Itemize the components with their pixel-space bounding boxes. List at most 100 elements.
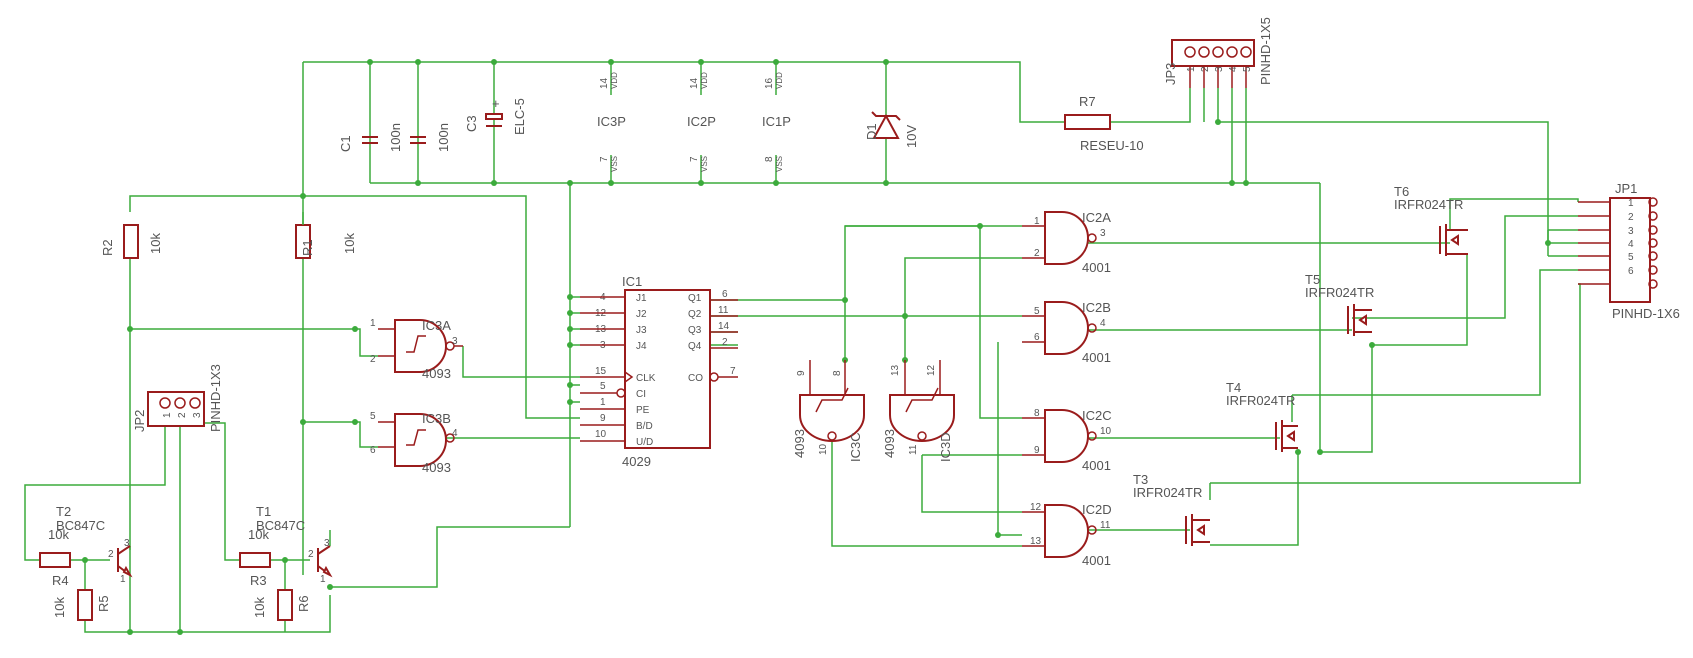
svg-text:Q3: Q3: [688, 325, 702, 336]
svg-text:14: 14: [718, 321, 730, 332]
transistor-t1: T1 BC847C 2 3 1: [256, 504, 333, 585]
svg-text:R7: R7: [1079, 94, 1096, 109]
svg-text:C1: C1: [338, 135, 353, 152]
svg-text:VSS: VSS: [610, 156, 619, 172]
svg-text:IC1P: IC1P: [762, 114, 791, 129]
svg-text:VDD: VDD: [775, 72, 784, 89]
svg-text:2: 2: [370, 354, 376, 365]
svg-text:4001: 4001: [1082, 553, 1111, 568]
svg-text:6: 6: [370, 445, 376, 456]
svg-text:D1: D1: [864, 123, 879, 140]
svg-text:T1: T1: [256, 504, 271, 519]
svg-text:BC847C: BC847C: [56, 518, 105, 533]
svg-text:8: 8: [1034, 408, 1040, 419]
resistor-r2: R2 10k: [100, 224, 163, 259]
svg-text:PINHD-1X3: PINHD-1X3: [208, 364, 223, 432]
gate-ic3a: 1 2 3 IC3A 4093: [370, 318, 463, 381]
svg-text:4: 4: [452, 428, 458, 439]
svg-text:U/D: U/D: [636, 437, 653, 448]
svg-text:+: +: [492, 96, 500, 111]
svg-text:6: 6: [1034, 332, 1040, 343]
svg-text:Q2: Q2: [688, 309, 702, 320]
svg-text:7: 7: [599, 156, 610, 162]
svg-text:10k: 10k: [252, 597, 267, 618]
header-jp2: 1 2 3 JP2 PINHD-1X3: [132, 364, 223, 432]
svg-text:4001: 4001: [1082, 350, 1111, 365]
svg-text:8: 8: [832, 370, 843, 376]
svg-text:R2: R2: [100, 239, 115, 256]
svg-text:R6: R6: [296, 595, 311, 612]
svg-text:1: 1: [320, 574, 326, 585]
gate-ic2c: 8 9 10 IC2C 4001: [1022, 408, 1112, 473]
resistor-r1: R1 10k: [295, 212, 357, 259]
capacitor-c3: + C3 ELC-5: [464, 96, 527, 135]
gate-ic2d: 12 13 11 IC2D 4001: [1022, 502, 1112, 568]
svg-text:11: 11: [718, 305, 729, 316]
svg-text:J4: J4: [636, 341, 647, 352]
mosfet-t6: T6 IRFR024TR: [1394, 184, 1468, 256]
svg-text:IRFR024TR: IRFR024TR: [1394, 197, 1463, 212]
resistor-r7: R7 RESEU-10: [1064, 94, 1144, 153]
svg-text:10V: 10V: [904, 125, 919, 148]
svg-text:1: 1: [1628, 198, 1634, 209]
svg-text:R5: R5: [96, 595, 111, 612]
zener-diode-d1: D1 10V: [864, 111, 919, 148]
svg-text:PINHD-1X5: PINHD-1X5: [1258, 17, 1273, 85]
svg-text:10k: 10k: [52, 597, 67, 618]
svg-text:5: 5: [1628, 252, 1634, 263]
svg-text:Q1: Q1: [688, 293, 702, 304]
gate-ic3b: 5 6 4 IC3B 4093: [370, 411, 458, 475]
svg-text:10: 10: [1100, 426, 1112, 437]
svg-text:Q4: Q4: [688, 341, 702, 352]
svg-text:4: 4: [1228, 66, 1239, 72]
mosfet-t5: T5 IRFR024TR: [1305, 272, 1374, 336]
transistor-t2: T2 BC847C 2 3 1: [56, 504, 133, 585]
svg-text:4001: 4001: [1082, 260, 1111, 275]
svg-text:PE: PE: [636, 405, 650, 416]
svg-text:16: 16: [764, 77, 775, 89]
svg-text:IC2C: IC2C: [1082, 408, 1112, 423]
svg-text:CO: CO: [688, 373, 703, 384]
svg-text:11: 11: [908, 444, 919, 455]
resistor-r3: 10k R3: [239, 527, 271, 588]
svg-text:4093: 4093: [422, 366, 451, 381]
svg-text:10k: 10k: [342, 233, 357, 254]
svg-text:14: 14: [689, 77, 700, 89]
svg-text:T6: T6: [1394, 184, 1409, 199]
svg-text:10: 10: [595, 429, 607, 440]
svg-text:RESEU-10: RESEU-10: [1080, 138, 1144, 153]
mosfet-t3: T3 IRFR024TR: [1133, 472, 1210, 546]
svg-text:VDD: VDD: [700, 72, 709, 89]
junctions: [82, 59, 1551, 635]
svg-text:15: 15: [595, 366, 607, 377]
svg-text:R3: R3: [250, 573, 267, 588]
wires: [24, 61, 1581, 633]
svg-text:2: 2: [1034, 248, 1040, 259]
svg-text:IC3P: IC3P: [597, 114, 626, 129]
svg-text:1: 1: [1186, 66, 1197, 72]
svg-text:JP1: JP1: [1615, 181, 1637, 196]
svg-text:7: 7: [689, 156, 700, 162]
svg-text:3: 3: [1214, 66, 1225, 72]
svg-text:3: 3: [1628, 226, 1634, 237]
svg-text:T2: T2: [56, 504, 71, 519]
resistor-r5: 10k R5: [52, 589, 111, 621]
power-pins-ic3p: VDD 14 IC3P VSS 7: [597, 72, 626, 172]
svg-text:10: 10: [818, 443, 829, 455]
svg-text:3: 3: [124, 538, 130, 549]
svg-text:J3: J3: [636, 325, 647, 336]
svg-text:10k: 10k: [48, 527, 69, 542]
svg-text:IRFR024TR: IRFR024TR: [1226, 393, 1295, 408]
svg-text:JP2: JP2: [132, 410, 147, 432]
svg-text:3: 3: [1100, 228, 1106, 239]
svg-text:IC1: IC1: [622, 274, 642, 289]
svg-text:CLK: CLK: [636, 373, 656, 384]
svg-text:7: 7: [730, 366, 736, 377]
svg-text:R4: R4: [52, 573, 69, 588]
svg-text:2: 2: [108, 549, 114, 560]
svg-text:100n: 100n: [436, 123, 451, 152]
svg-text:IC3A: IC3A: [422, 318, 451, 333]
header-jp3: 1 2 3 4 5 JP3 PINHD-1X5: [1163, 17, 1273, 88]
capacitor-c2: 100n: [410, 123, 451, 152]
